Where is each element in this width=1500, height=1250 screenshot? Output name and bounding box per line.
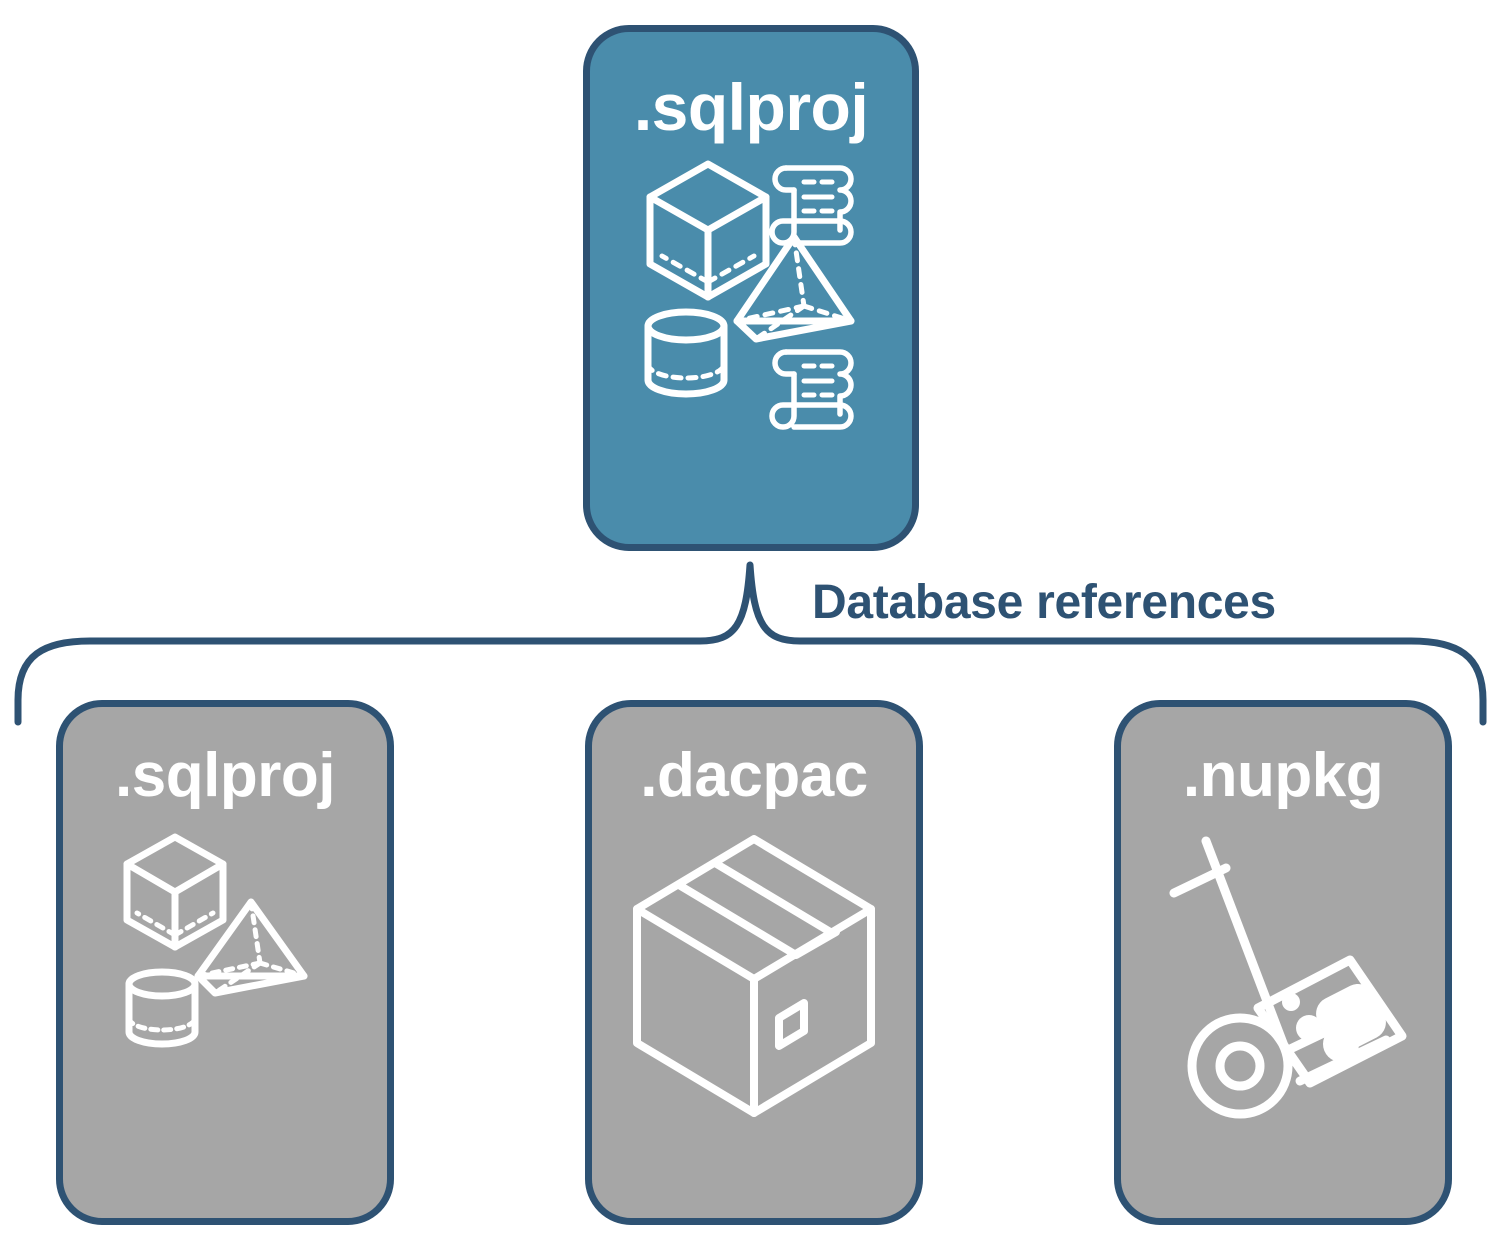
node-leaf-dacpac[interactable]: .dacpac bbox=[585, 700, 923, 1225]
connector-label: Database references bbox=[812, 576, 1276, 629]
package-box-icon bbox=[633, 835, 875, 1117]
root-icon-group bbox=[636, 154, 866, 430]
cube-icon bbox=[646, 160, 770, 301]
node-leaf-sqlproj[interactable]: .sqlproj bbox=[56, 700, 394, 1225]
hand-truck-icon bbox=[1169, 836, 1391, 1119]
nupkg-icon-group bbox=[1158, 831, 1408, 1121]
node-leaf-dacpac-label: .dacpac bbox=[640, 741, 868, 810]
dacpac-icon-group bbox=[629, 831, 879, 1121]
cube-icon bbox=[123, 833, 227, 951]
cylinder-icon bbox=[125, 968, 199, 1048]
scroll-icon bbox=[769, 349, 854, 430]
node-leaf-nupkg-label: .nupkg bbox=[1182, 741, 1384, 810]
pyramid-icon bbox=[194, 898, 308, 997]
node-leaf-nupkg[interactable]: .nupkg bbox=[1114, 700, 1452, 1225]
node-root-label: .sqlproj bbox=[633, 70, 869, 144]
scroll-icon bbox=[769, 165, 854, 246]
sqlproj-icon-group bbox=[115, 831, 335, 1061]
node-leaf-sqlproj-label: .sqlproj bbox=[115, 741, 335, 810]
node-root-sqlproj[interactable]: .sqlproj bbox=[583, 25, 919, 551]
pyramid-icon bbox=[733, 233, 855, 343]
nuget-package-icon bbox=[1253, 955, 1407, 1088]
cylinder-icon bbox=[644, 308, 728, 398]
